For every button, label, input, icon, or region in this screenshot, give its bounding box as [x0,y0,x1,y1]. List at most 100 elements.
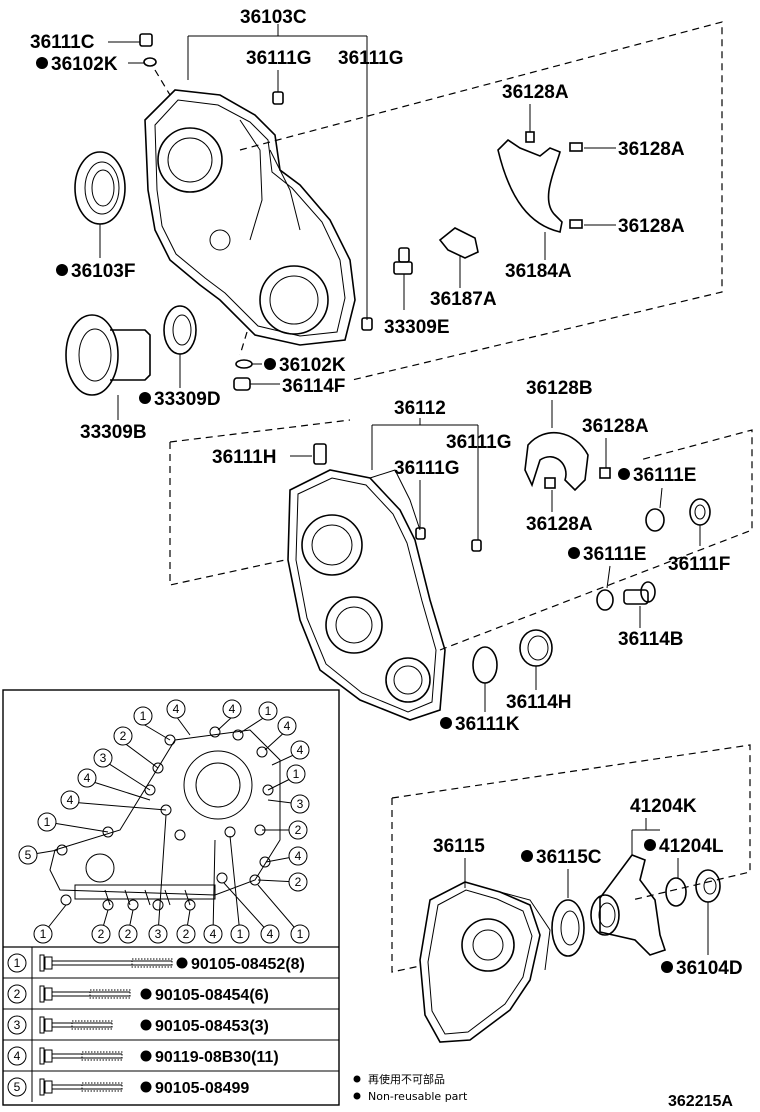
callout-36111G-a: 36111G [246,48,312,69]
bolt-number-n05: 4 [277,716,297,736]
bolt-36128A-d [599,467,611,479]
housing-36103C [144,89,356,346]
seal-33309D [163,305,197,355]
bolt-36128A-e [544,477,556,489]
legend-non-reusable-en: Non-reusable part [368,1090,468,1103]
bolt-part-number: 90105-08453(3) [155,1018,269,1035]
flange-41204K [590,854,667,956]
legend-non-reusable-jp: 再使用不可部品 [368,1072,445,1086]
washer-41204L [665,877,687,907]
callout-36111E-b: 36111E [583,544,646,565]
svg-text:1: 1 [44,815,51,829]
bolt-number-n14: 1 [37,812,57,832]
figure-id: 362215A [668,1093,733,1110]
bolt-table-row: 3 90105-08453(3) [3,1009,339,1041]
callout-36114B: 36114B [618,629,684,650]
sensor-33309E [393,247,413,275]
housing-36112 [287,469,446,721]
svg-text:1: 1 [140,709,147,723]
plug-36111F [689,498,711,526]
callout-36128A-c: 36128A [618,216,685,237]
bolt-number-n07: 4 [290,740,310,760]
bolt-leader-lines [27,714,301,935]
housing-36115 [419,881,551,1043]
bolt-number-n15: 5 [18,845,38,865]
bolt-type-number: 5 [14,1080,21,1094]
bolt-number-n13: 2 [288,820,308,840]
bracket-36187A [438,227,479,259]
ring-36111K [472,646,498,684]
svg-text:5: 5 [25,848,32,862]
bolt-type-number: 2 [14,987,21,1001]
ring-36111E-a [645,508,665,532]
callout-36115: 36115 [433,836,485,857]
svg-text:4: 4 [67,793,74,807]
bolt-number-n26: 1 [290,924,310,944]
svg-text:2: 2 [295,823,302,837]
bolt-number-n23: 4 [203,924,223,944]
bolt-number-n21: 3 [148,924,168,944]
plug-36114B [623,581,656,605]
callout-36111E-a: 36111E [633,465,696,486]
bolt-number-n22: 2 [176,924,196,944]
svg-text:1: 1 [40,927,47,941]
bolt-36128A-a [525,131,535,143]
callout-33309E: 33309E [384,317,450,338]
bolt-type-number: 1 [14,956,21,970]
callout-36111C: 36111C [30,32,95,53]
bolt-36128A-b [569,142,583,152]
svg-text:4: 4 [229,702,236,716]
callout-36103C: 36103C [240,7,307,28]
bolt-number-n03: 4 [222,699,242,719]
callout-36115C: 36115C [536,847,602,868]
nut-36104D [695,869,721,903]
callout-36102K-bot: 36102K [279,355,346,376]
bolt-number-n01: 1 [133,706,153,726]
pin-36111G-a [272,91,284,105]
svg-text:2: 2 [295,875,302,889]
svg-text:1: 1 [237,927,244,941]
bolt-table-row: 5 90105-08499 [7,1071,249,1102]
bolt-number-n16: 4 [288,846,308,866]
callout-36102K-top: 36102K [51,54,118,75]
dashed-frame-upper [239,21,723,381]
ring-36111E-b [596,589,614,611]
callout-36111F: 36111F [668,554,730,575]
svg-text:2: 2 [125,927,132,941]
callout-36128A-e: 36128A [526,514,593,535]
bolt-inset-panel [2,689,340,1106]
callout-36114H: 36114H [506,692,572,713]
callout-33309D: 33309D [154,389,221,410]
svg-text:2: 2 [120,729,127,743]
bolt-number-n11: 3 [290,794,310,814]
svg-text:4: 4 [284,719,291,733]
callout-36104D: 36104D [676,958,743,979]
bolt-number-n02: 4 [166,699,186,719]
svg-text:2: 2 [183,927,190,941]
bolt-type-number: 4 [14,1049,21,1063]
bolt-type-number: 3 [14,1018,21,1032]
bolt-part-number: 90105-08499 [155,1080,249,1097]
callout-41204L: 41204L [659,836,724,857]
callout-36187A: 36187A [430,289,497,310]
bolt-number-n17: 1 [33,924,53,944]
bolt-36128A-c [569,219,583,229]
bolt-part-number: 90105-08452(8) [191,956,305,973]
gasket-36102K [143,57,157,67]
callout-36128A-d: 36128A [582,416,649,437]
svg-text:3: 3 [155,927,162,941]
plug-36114F [233,377,251,391]
dashed-frame-lower [391,744,751,973]
plate-36128B [524,431,589,492]
callout-36128A-a: 36128A [502,82,569,103]
callout-36103F: 36103F [71,261,135,282]
bolt-part-number: 90105-08454(6) [155,987,269,1004]
leader-36103C [187,24,368,320]
svg-text:1: 1 [293,767,300,781]
bolt-part-number: 90119-08B30(11) [155,1049,279,1066]
svg-text:4: 4 [173,702,180,716]
callout-36111G-d: 36111G [394,458,460,479]
callout-36111K: 36111K [455,714,520,735]
pin-36111G-b [361,317,373,331]
